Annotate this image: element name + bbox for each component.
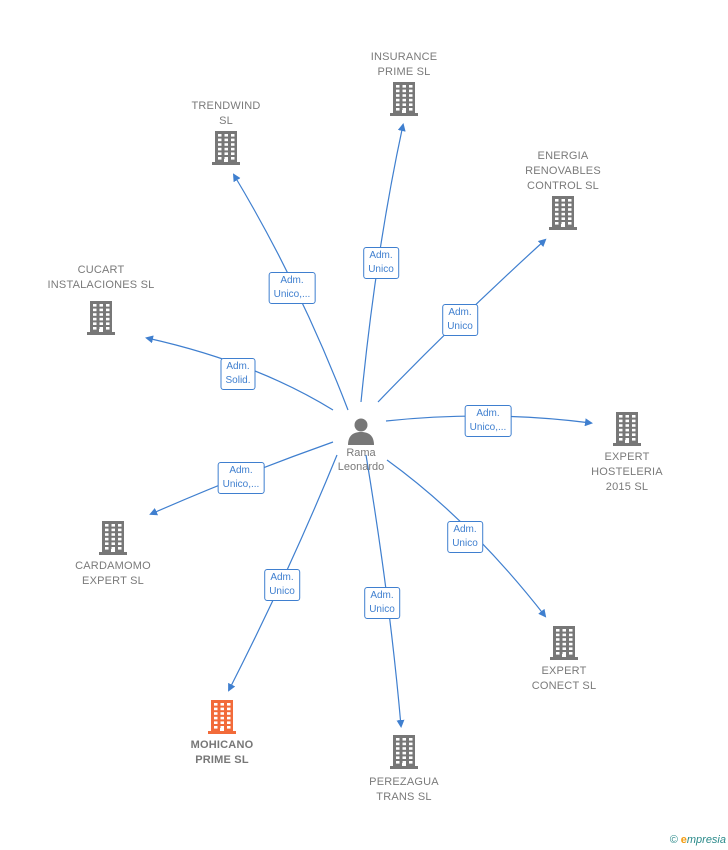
edge-label-line2: Unico <box>368 264 394 275</box>
building-icon <box>552 410 702 446</box>
empresia-brand[interactable]: © empresia <box>670 834 726 846</box>
company-name-line2: EXPERT SL <box>82 575 144 587</box>
edge-label-line2: Solid. <box>225 375 251 386</box>
company-name-line2: PRIME SL <box>377 66 431 78</box>
edge-label-line1: Adm. <box>370 590 394 601</box>
building-icon <box>26 299 176 335</box>
edge-label-cucart[interactable]: Adm. Solid. <box>220 358 256 390</box>
company-name-line2: RENOVABLES <box>525 165 601 177</box>
company-name-line2: CONECT SL <box>531 680 597 692</box>
edge-label-line1: Adm. <box>280 275 304 286</box>
company-name-line2: TRANS SL <box>376 791 432 803</box>
edge-label-line1: Adm. <box>476 408 500 419</box>
company-name-line1: EXPERT <box>604 451 650 463</box>
company-name-line1: INSURANCE <box>370 51 438 63</box>
company-name-line1: PEREZAGUA <box>369 776 439 788</box>
edge-label-line2: Unico,... <box>222 479 260 490</box>
edge-label-line1: Adm. <box>229 465 253 476</box>
company-name-line1: CUCART <box>77 264 125 276</box>
company-name-line1: ENERGIA <box>537 150 589 162</box>
edge-label-line1: Adm. <box>270 572 294 583</box>
person-name-line1: Rama <box>346 447 376 459</box>
company-name-line2: PRIME SL <box>195 754 249 766</box>
company-node-cucart[interactable]: CUCART INSTALACIONES SL <box>26 263 176 335</box>
company-node-insurance-prime[interactable]: INSURANCE PRIME SL <box>329 50 479 116</box>
building-icon <box>329 80 479 116</box>
company-name-line3: CONTROL SL <box>527 180 599 192</box>
edge-label-line1: Adm. <box>226 361 250 372</box>
building-icon <box>151 129 301 165</box>
company-node-energia-renovables[interactable]: ENERGIA RENOVABLES CONTROL SL <box>488 149 638 230</box>
building-icon <box>489 624 639 660</box>
company-name-line1: TRENDWIND <box>191 100 261 112</box>
edge-label-line2: Unico <box>452 538 478 549</box>
edge-label-mohicano[interactable]: Adm. Unico <box>264 569 300 601</box>
company-node-cardamomo-expert[interactable]: CARDAMOMO EXPERT SL <box>38 519 188 589</box>
edge-label-conect[interactable]: Adm. Unico <box>447 521 483 553</box>
company-name-line2: SL <box>219 115 233 127</box>
company-node-expert-conect[interactable]: EXPERT CONECT SL <box>489 624 639 694</box>
edge-label-line1: Adm. <box>448 307 472 318</box>
building-icon <box>147 698 297 734</box>
edge-label-perezagua[interactable]: Adm. Unico <box>364 587 400 619</box>
company-name-line2: INSTALACIONES SL <box>47 279 155 291</box>
copyright-symbol: © <box>669 834 678 846</box>
edge-label-line2: Unico,... <box>469 422 507 433</box>
edge-label-line1: Adm. <box>369 250 393 261</box>
company-node-mohicano-prime[interactable]: MOHICANO PRIME SL <box>147 698 297 768</box>
edge-label-trendwind[interactable]: Adm. Unico,... <box>268 272 316 304</box>
company-name-line2: HOSTELERIA <box>591 466 663 478</box>
edge-label-line2: Unico <box>447 321 473 332</box>
brand-initial: e <box>680 834 687 846</box>
edge-label-line2: Unico <box>369 604 395 615</box>
building-icon <box>38 519 188 555</box>
company-name-line3: 2015 SL <box>605 481 649 493</box>
building-icon <box>329 733 479 769</box>
company-node-expert-hosteleria[interactable]: EXPERT HOSTELERIA 2015 SL <box>552 410 702 495</box>
edge-label-insurance[interactable]: Adm. Unico <box>363 247 399 279</box>
edge-label-line2: Unico <box>269 586 295 597</box>
brand-name: mpresia <box>686 834 726 846</box>
company-name-line1: MOHICANO <box>190 739 254 751</box>
edge-label-hosteleria[interactable]: Adm. Unico,... <box>464 405 512 437</box>
person-node-rama-leonardo[interactable]: Rama Leonardo <box>316 416 406 474</box>
company-node-perezagua-trans[interactable]: PEREZAGUA TRANS SL <box>329 733 479 805</box>
company-name-line1: EXPERT <box>541 665 587 677</box>
building-icon <box>488 194 638 230</box>
edge-label-energia[interactable]: Adm. Unico <box>442 304 478 336</box>
company-name-line1: CARDAMOMO <box>75 560 151 572</box>
edge-label-line2: Unico,... <box>273 289 311 300</box>
edge-label-cardamomo[interactable]: Adm. Unico,... <box>217 462 265 494</box>
edge-label-line1: Adm. <box>453 524 477 535</box>
company-node-trendwind[interactable]: TRENDWIND SL <box>151 99 301 165</box>
person-name-line2: Leonardo <box>337 461 385 473</box>
person-icon <box>316 416 406 446</box>
